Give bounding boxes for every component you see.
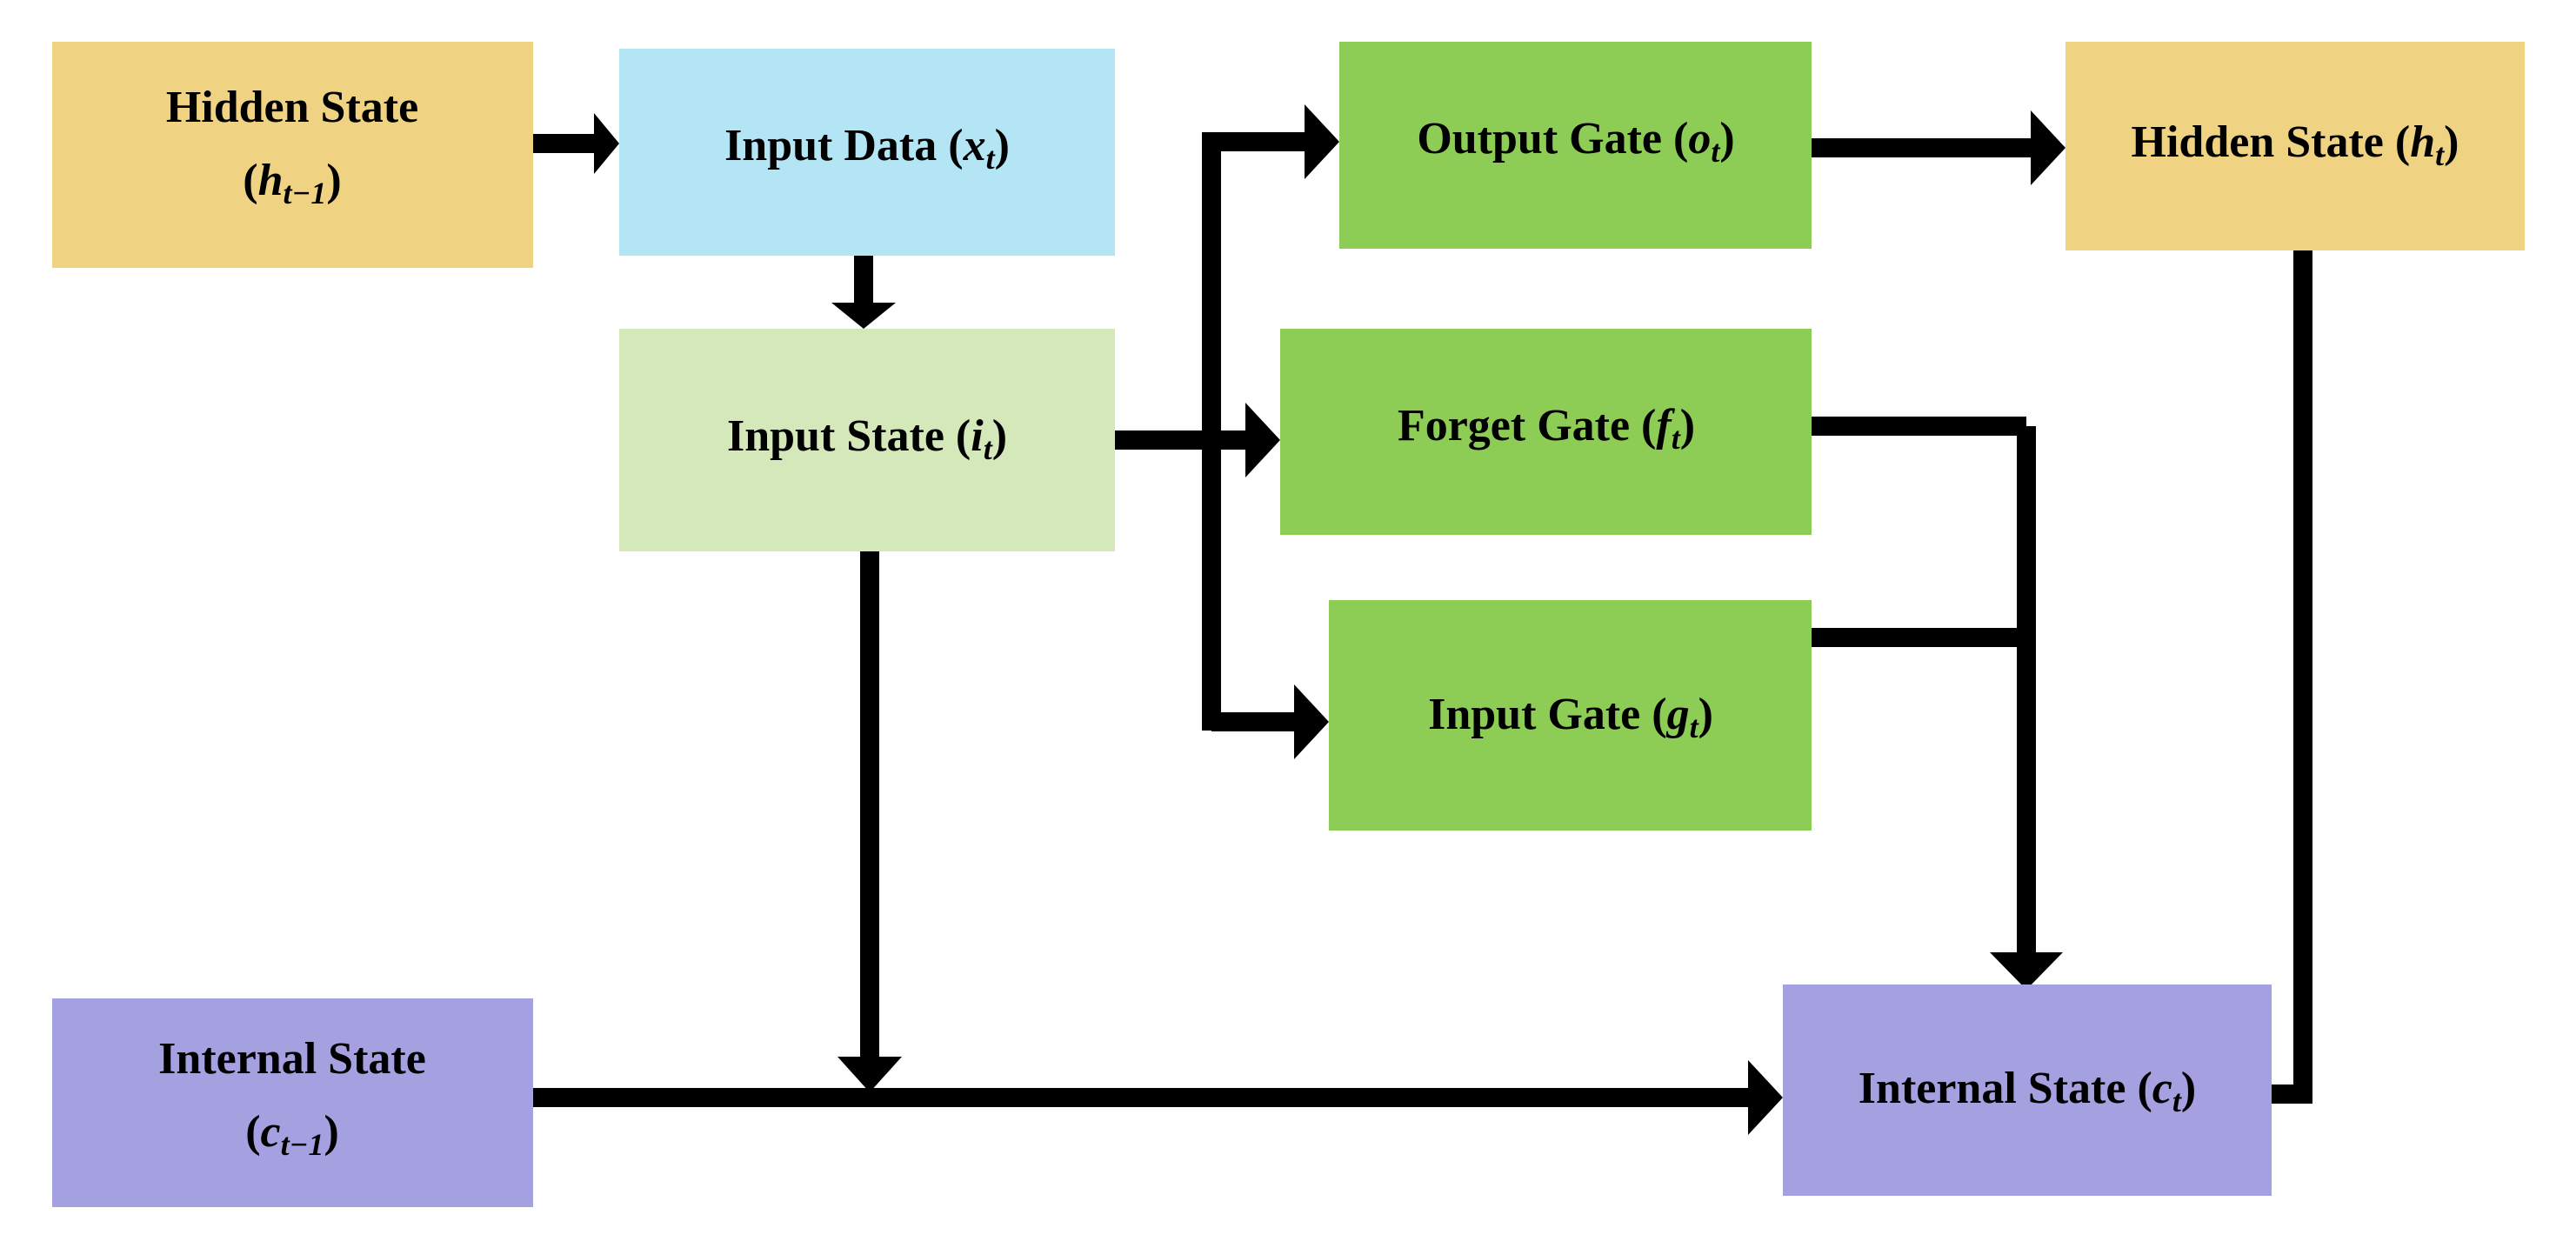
output-gate-label: Output Gate (ot) bbox=[1417, 114, 1734, 169]
forget-gate-sub: t bbox=[1672, 421, 1681, 456]
edge-x-to-i bbox=[831, 256, 896, 329]
input-state-rect[interactable] bbox=[619, 329, 1115, 551]
input-gate-label-text: Input Gate bbox=[1428, 690, 1640, 739]
internal-state-next-label-text: Internal State bbox=[1859, 1064, 2126, 1113]
forget-gate-rect[interactable] bbox=[1280, 329, 1812, 535]
hidden-state-next-rect[interactable] bbox=[2065, 42, 2525, 250]
input-state-label: Input State (it) bbox=[727, 411, 1007, 466]
forget-gate-label: Forget Gate (ft) bbox=[1398, 401, 1695, 456]
internal-state-prev-rect[interactable] bbox=[52, 998, 533, 1207]
edge-cprev-to-c-arrowhead bbox=[1748, 1060, 1783, 1135]
input-state-sub: t bbox=[984, 431, 993, 466]
hidden-state-prev-var: h bbox=[258, 156, 284, 205]
input-gate-rect[interactable] bbox=[1329, 600, 1812, 831]
node-input-gate[interactable]: Input Gate (gt) bbox=[1329, 600, 1812, 831]
hidden-state-prev-sub: t−1 bbox=[284, 176, 327, 210]
hidden-state-prev-label-line1: Hidden State bbox=[166, 83, 418, 132]
node-forget-gate[interactable]: Forget Gate (ft) bbox=[1280, 329, 1812, 535]
edge-input-state-fanout-bus bbox=[1115, 132, 1221, 731]
internal-state-next-var: c bbox=[2152, 1064, 2172, 1113]
output-gate-label-text: Output Gate bbox=[1417, 114, 1662, 164]
edge-output-gate-to-h-arrowhead bbox=[2031, 110, 2065, 185]
input-gate-label: Input Gate (gt) bbox=[1428, 690, 1713, 744]
edge-cprev-to-c bbox=[533, 1060, 1783, 1135]
edge-i-to-cellline bbox=[838, 551, 902, 1092]
edge-i-to-cellline-arrowhead bbox=[838, 1057, 902, 1092]
edge-hprev-to-x bbox=[533, 113, 619, 174]
hidden-state-next-label-text: Hidden State bbox=[2132, 117, 2384, 167]
internal-state-next-label: Internal State (ct) bbox=[1859, 1064, 2196, 1118]
edge-x-to-i-arrowhead bbox=[831, 303, 896, 329]
internal-state-prev-var: c bbox=[261, 1107, 281, 1157]
node-input-data[interactable]: Input Data (xt) bbox=[619, 49, 1115, 256]
input-gate-var: g bbox=[1666, 690, 1690, 739]
output-gate-sub: t bbox=[1711, 134, 1720, 169]
edge-i-to-output-gate bbox=[1211, 104, 1339, 179]
input-state-label-text: Input State bbox=[727, 411, 944, 461]
input-data-label: Input Data (xt) bbox=[724, 121, 1010, 176]
internal-state-next-sub: t bbox=[2172, 1084, 2182, 1118]
edge-hprev-to-x-arrowhead bbox=[594, 113, 619, 174]
node-input-state[interactable]: Input State (it) bbox=[619, 329, 1115, 551]
hidden-state-prev-rect[interactable] bbox=[52, 42, 533, 268]
internal-state-prev-label-line1: Internal State bbox=[158, 1034, 426, 1084]
forget-gate-var: f bbox=[1656, 401, 1675, 450]
node-internal-state-prev[interactable]: Internal State (ct−1) bbox=[52, 998, 533, 1207]
input-data-rect[interactable] bbox=[619, 49, 1115, 256]
input-data-var: x bbox=[963, 121, 986, 170]
edge-i-to-forget-gate bbox=[1211, 403, 1280, 477]
node-output-gate[interactable]: Output Gate (ot) bbox=[1339, 42, 1812, 249]
edge-i-to-input-gate-arrowhead bbox=[1294, 684, 1329, 759]
edge-output-gate-to-h bbox=[1812, 110, 2065, 185]
node-internal-state-next[interactable]: Internal State (ct) bbox=[1783, 984, 2272, 1196]
input-state-var: i bbox=[971, 411, 984, 461]
edge-c-to-h-line bbox=[2272, 193, 2312, 1104]
node-hidden-state-prev[interactable]: Hidden State (ht−1) bbox=[52, 42, 533, 268]
input-gate-sub: t bbox=[1690, 710, 1699, 744]
edge-i-to-input-gate bbox=[1211, 684, 1329, 759]
input-data-sub: t bbox=[986, 141, 996, 176]
input-data-label-text: Input Data bbox=[724, 121, 937, 170]
internal-state-next-rect[interactable] bbox=[1783, 984, 2272, 1196]
edge-i-to-output-gate-arrowhead bbox=[1305, 104, 1339, 179]
forget-gate-label-text: Forget Gate bbox=[1398, 401, 1630, 450]
edge-gate-merge-bus bbox=[1812, 417, 2063, 990]
internal-state-prev-sub: t−1 bbox=[281, 1127, 324, 1162]
output-gate-var: o bbox=[1688, 114, 1711, 164]
hidden-state-next-label: Hidden State (ht) bbox=[2132, 117, 2459, 172]
edge-c-to-h bbox=[2266, 148, 2340, 1104]
hidden-state-next-var: h bbox=[2410, 117, 2435, 167]
edge-i-to-forget-gate-arrowhead bbox=[1245, 403, 1280, 477]
hidden-state-next-sub: t bbox=[2435, 137, 2445, 172]
node-hidden-state-next[interactable]: Hidden State (ht) bbox=[2065, 42, 2525, 250]
output-gate-rect[interactable] bbox=[1339, 42, 1812, 249]
edge-gate-merge-arrowhead bbox=[1990, 952, 2063, 990]
